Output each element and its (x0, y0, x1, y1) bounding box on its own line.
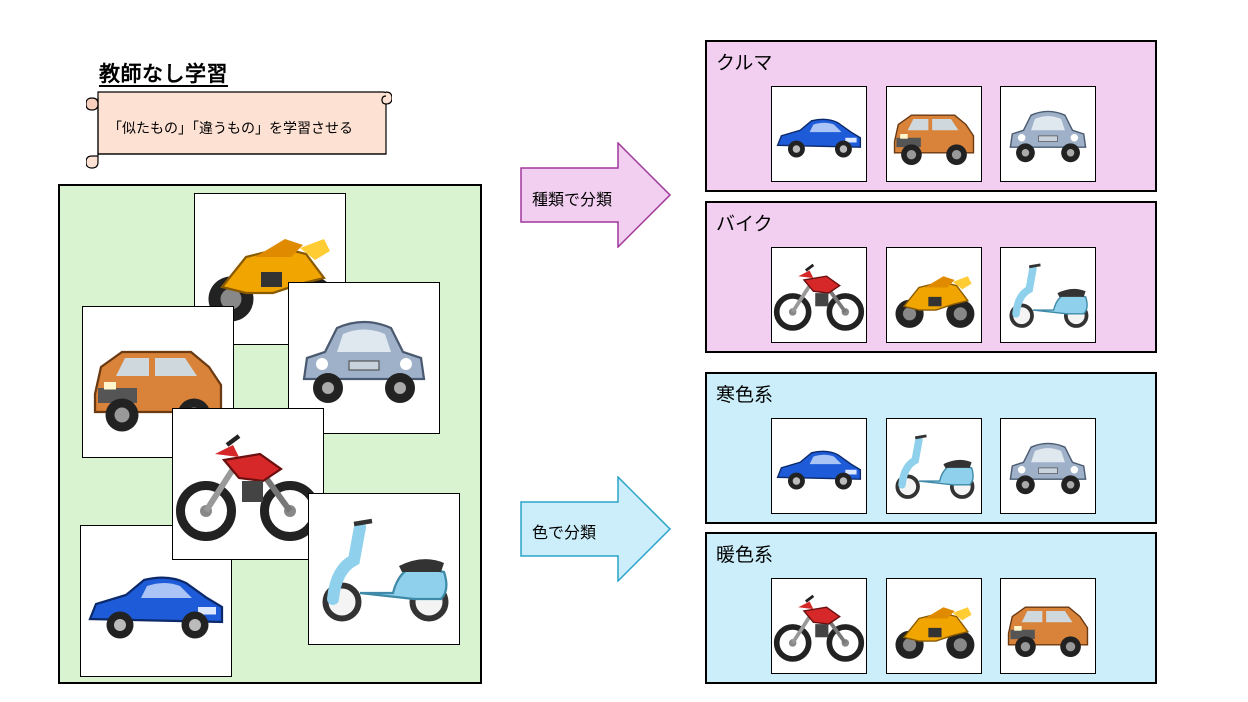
blue-coupe-icon (772, 419, 866, 513)
sport-motorcycle-icon (887, 248, 981, 342)
dirt-bike-icon (173, 409, 323, 559)
scooter-icon (887, 419, 981, 513)
group-warm-item (886, 578, 982, 674)
group-bike-item (1000, 247, 1096, 343)
blue-coupe-icon (772, 87, 866, 181)
group-warm-colors: 暖色系 (705, 532, 1157, 684)
group-cool-colors: 寒色系 (705, 372, 1157, 524)
dirt-bike-icon (772, 248, 866, 342)
group-car: クルマ (705, 40, 1157, 192)
classic-car-icon (1001, 87, 1095, 181)
right-arrow-icon (520, 476, 672, 582)
group-cool-item (771, 418, 867, 514)
classic-car-icon (1001, 419, 1095, 513)
scooter-icon (1001, 248, 1095, 342)
arrow-by-type (520, 142, 672, 248)
pool-card-dirt-bike (172, 408, 324, 560)
group-cool-label: 寒色系 (716, 384, 774, 406)
dirt-bike-icon (772, 579, 866, 673)
right-arrow-icon (520, 142, 672, 248)
group-warm-label: 暖色系 (716, 544, 774, 566)
group-car-label: クルマ (716, 52, 773, 74)
sport-motorcycle-icon (887, 579, 981, 673)
group-car-item (886, 86, 982, 182)
suv-icon (1001, 579, 1095, 673)
arrow-by-color-label: 色で分類 (532, 523, 597, 542)
subtitle-text: 「似たもの」「違うもの」を学習させる (108, 121, 353, 137)
subtitle-scroll (85, 84, 393, 170)
group-bike-label: バイク (716, 213, 773, 235)
group-bike: バイク (705, 201, 1157, 353)
group-warm-item (771, 578, 867, 674)
group-bike-item (886, 247, 982, 343)
page-title: 教師なし学習 (99, 62, 228, 86)
group-warm-item (1000, 578, 1096, 674)
scroll-banner-icon (85, 91, 393, 169)
group-cool-item (1000, 418, 1096, 514)
arrow-by-type-label: 種類で分類 (532, 190, 613, 209)
group-cool-item (886, 418, 982, 514)
group-car-item (771, 86, 867, 182)
group-car-item (1000, 86, 1096, 182)
suv-icon (887, 87, 981, 181)
arrow-by-color (520, 476, 672, 582)
scooter-icon (309, 494, 459, 644)
pool-card-scooter (308, 493, 460, 645)
group-bike-item (771, 247, 867, 343)
